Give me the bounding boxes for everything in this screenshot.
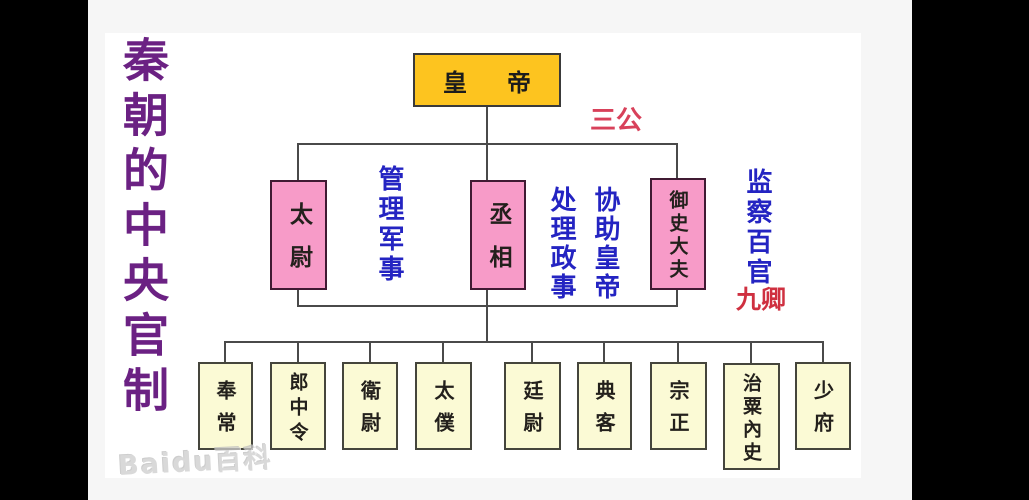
lord-box-taiwei: 太尉 xyxy=(270,180,327,290)
minister-label: 衛尉 xyxy=(357,380,382,444)
duty-note-taiwei: 管理军事 xyxy=(374,165,404,285)
lord-label-yushidafu: 御史大夫 xyxy=(666,190,689,282)
minister-label: 廷尉 xyxy=(520,380,544,444)
minister-box-langzhongling: 郎中令 xyxy=(270,362,326,450)
connector-line xyxy=(297,341,299,362)
connector-line xyxy=(442,341,444,362)
connector-line xyxy=(297,143,299,180)
connector-line xyxy=(297,290,299,307)
connector-line xyxy=(369,341,371,362)
connector-line xyxy=(676,290,678,307)
duty-note-chengxiang-right-column: 协助皇帝 xyxy=(590,186,620,302)
lord-label-taiwei: 太尉 xyxy=(285,202,312,288)
connector-line xyxy=(531,341,533,362)
nine-ministers-group-label: 九卿 xyxy=(736,285,787,314)
connector-line xyxy=(486,290,488,307)
connector-line xyxy=(750,341,752,363)
connector-line xyxy=(486,143,488,180)
connector-line xyxy=(676,143,678,178)
baidu-baike-watermark: Baidu百科 xyxy=(117,442,274,483)
three-lords-group-label: 三公 xyxy=(590,106,643,136)
duty-note-yushidafu: 监察百官 xyxy=(742,168,772,288)
connector-line xyxy=(224,341,824,343)
duty-note-chengxiang: 处理政事 协助皇帝 xyxy=(543,186,624,302)
minister-box-shaofu: 少府 xyxy=(795,362,851,450)
minister-box-taipu: 太僕 xyxy=(415,362,472,450)
connector-line xyxy=(224,341,226,362)
minister-label: 治粟內史 xyxy=(740,372,762,465)
lord-box-chengxiang: 丞相 xyxy=(470,180,526,290)
connector-line xyxy=(486,305,488,343)
minister-box-tingwei: 廷尉 xyxy=(504,362,561,450)
minister-label: 宗正 xyxy=(666,380,690,444)
minister-label: 奉常 xyxy=(213,380,237,444)
connector-line xyxy=(486,107,488,144)
minister-box-zongzheng: 宗正 xyxy=(650,362,707,450)
minister-label: 郎中令 xyxy=(286,371,309,447)
minister-box-fengchang: 奉常 xyxy=(198,362,253,450)
lord-box-yushidafu: 御史大夫 xyxy=(650,178,706,290)
minister-label: 少府 xyxy=(810,380,835,444)
lord-label-chengxiang: 丞相 xyxy=(485,202,511,288)
emperor-label: 皇帝 xyxy=(443,68,571,97)
minister-box-dianke: 典客 xyxy=(577,362,632,450)
minister-label: 典客 xyxy=(592,380,616,444)
duty-note-chengxiang-left-column: 处理政事 xyxy=(546,186,576,302)
minister-box-weiwei: 衛尉 xyxy=(342,362,398,450)
page-title: 秦朝的中央官制 xyxy=(116,36,170,421)
minister-label: 太僕 xyxy=(431,380,455,444)
minister-box-zhisuneishi: 治粟內史 xyxy=(723,363,780,470)
connector-line xyxy=(603,341,605,362)
emperor-box: 皇帝 xyxy=(413,53,561,107)
connector-line xyxy=(822,341,824,362)
connector-line xyxy=(677,341,679,362)
